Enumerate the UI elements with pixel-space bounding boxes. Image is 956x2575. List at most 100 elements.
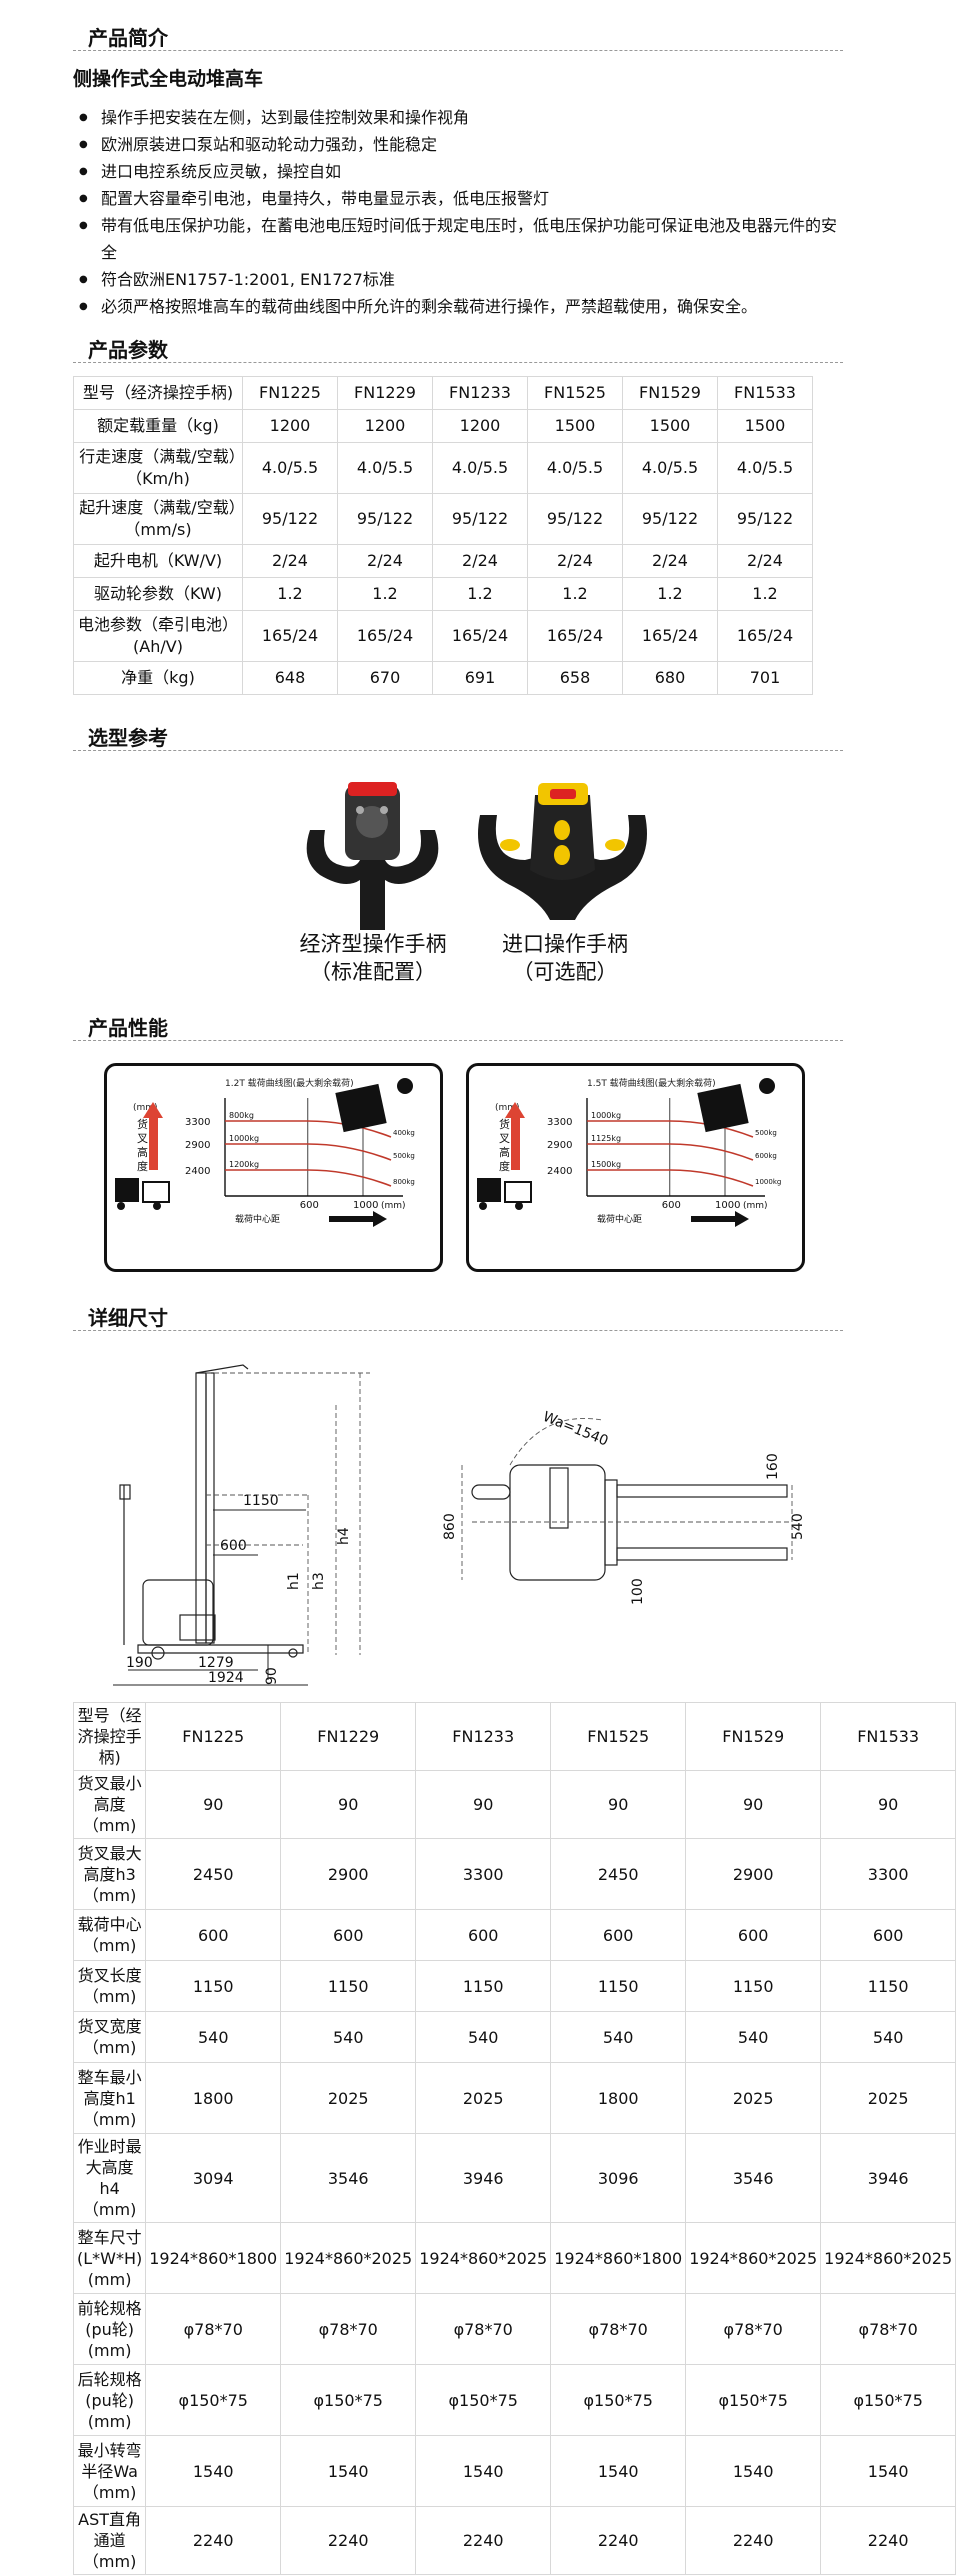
caption-line: （可选配） [512, 960, 618, 984]
value-cell: FN1225 [242, 376, 338, 410]
row-label-cell: 货叉最小高度（mm) [72, 1770, 147, 1839]
value-cell: φ150*75 [415, 2364, 552, 2436]
value-cell: 165/24 [622, 610, 718, 662]
dim-label: 160 [765, 1453, 781, 1480]
value-cell: 691 [432, 661, 528, 695]
import-handle-caption: 进口操作手柄 （可选配） [480, 930, 650, 986]
x-axis-unit: (mm) [743, 1201, 768, 1211]
dim-label: 190 [126, 1655, 153, 1671]
load-curve [225, 1169, 392, 1187]
wheel-icon [479, 1202, 487, 1210]
value-cell: 1200 [337, 409, 433, 443]
value-cell: 165/24 [717, 610, 813, 662]
value-cell: 4.0/5.5 [337, 442, 433, 494]
row-label-cell: 驱动轮参数（KW) [73, 577, 243, 611]
value-cell: 600 [280, 1909, 417, 1961]
dim-label: 100 [630, 1578, 646, 1605]
economy-handle-caption: 经济型操作手柄 （标准配置） [288, 930, 458, 986]
value-cell: 600 [820, 1909, 956, 1961]
value-cell: 2/24 [432, 544, 528, 578]
value-cell: 1924*860*2025 [280, 2222, 417, 2294]
row-label-cell: 型号（经济操控手柄) [73, 376, 243, 410]
pallet-icon [142, 1181, 170, 1203]
load-icon [397, 1078, 413, 1094]
value-cell: 2240 [415, 2506, 552, 2575]
series-end-label: 600kg [755, 1152, 777, 1160]
value-cell: 540 [820, 2011, 956, 2063]
value-cell: 1800 [145, 2062, 282, 2134]
forklift-icon [477, 1178, 501, 1202]
value-cell: 95/122 [717, 493, 813, 545]
value-cell: φ78*70 [280, 2293, 417, 2365]
dim-label: 1924 [208, 1670, 244, 1686]
dim-label: 90 [264, 1667, 280, 1685]
value-cell: 540 [145, 2011, 282, 2063]
value-cell: 2240 [145, 2506, 282, 2575]
value-cell: 1.2 [337, 577, 433, 611]
row-label-cell: 额定载重量（kg) [73, 409, 243, 443]
value-cell: 1.2 [242, 577, 338, 611]
value-cell: FN1533 [717, 376, 813, 410]
value-cell: 1200 [242, 409, 338, 443]
value-cell: 90 [820, 1770, 956, 1839]
height-arrow-head [505, 1102, 525, 1118]
dim-label: h3 [311, 1572, 327, 1590]
value-cell: FN1525 [550, 1702, 687, 1771]
product-subtitle: 侧操作式全电动堆高车 [73, 68, 264, 90]
y-tick-label: 3300 [547, 1117, 572, 1128]
value-cell: φ78*70 [550, 2293, 687, 2365]
series-end-label: 500kg [393, 1152, 415, 1160]
value-cell: 600 [415, 1909, 552, 1961]
x-tick-label: 1000 [353, 1200, 378, 1211]
value-cell: 95/122 [432, 493, 528, 545]
x-arrow [691, 1211, 749, 1227]
value-cell: φ78*70 [820, 2293, 956, 2365]
y-tick-label: 2900 [547, 1140, 572, 1151]
value-cell: 600 [685, 1909, 822, 1961]
dim-label: 1150 [243, 1493, 279, 1509]
section-divider [73, 1040, 843, 1041]
value-cell: 95/122 [242, 493, 338, 545]
section-divider [73, 1330, 843, 1331]
row-label-cell: 载荷中心（mm) [72, 1909, 147, 1961]
value-cell: 1924*860*1800 [550, 2222, 687, 2294]
series-end-label: 500kg [755, 1129, 777, 1137]
value-cell: 3094 [145, 2133, 282, 2223]
dim-label: 860 [442, 1513, 458, 1540]
y-tick-label: 2400 [547, 1166, 572, 1177]
section-title-dimensions: 详细尺寸 [88, 1306, 168, 1330]
value-cell: 2/24 [242, 544, 338, 578]
value-cell: 1540 [550, 2435, 687, 2507]
value-cell: 2240 [820, 2506, 956, 2575]
value-cell: 4.0/5.5 [242, 442, 338, 494]
row-label-cell: 净重（kg) [73, 661, 243, 695]
value-cell: 648 [242, 661, 338, 695]
pallet-icon [504, 1181, 532, 1203]
wheel-icon [153, 1202, 161, 1210]
value-cell: 4.0/5.5 [622, 442, 718, 494]
value-cell: FN1525 [527, 376, 623, 410]
import-handle-image [478, 783, 647, 920]
feature-item: 带有低电压保护功能，在蓄电池电压短时间低于规定电压时，低电压保护功能可保证电池及… [73, 212, 843, 266]
dim-label: 540 [790, 1513, 806, 1540]
value-cell: FN1225 [145, 1702, 282, 1771]
value-cell: 1150 [550, 1960, 687, 2012]
x-tick-label: 600 [662, 1200, 681, 1211]
load-icon [759, 1078, 775, 1094]
value-cell: 1540 [145, 2435, 282, 2507]
value-cell: 90 [685, 1770, 822, 1839]
y-tick-label: 2400 [185, 1166, 210, 1177]
height-arrow-bar [511, 1118, 520, 1170]
value-cell: 1200 [432, 409, 528, 443]
value-cell: 600 [145, 1909, 282, 1961]
feature-item: 欧洲原装进口泵站和驱动轮动力强劲，性能稳定 [73, 131, 843, 158]
